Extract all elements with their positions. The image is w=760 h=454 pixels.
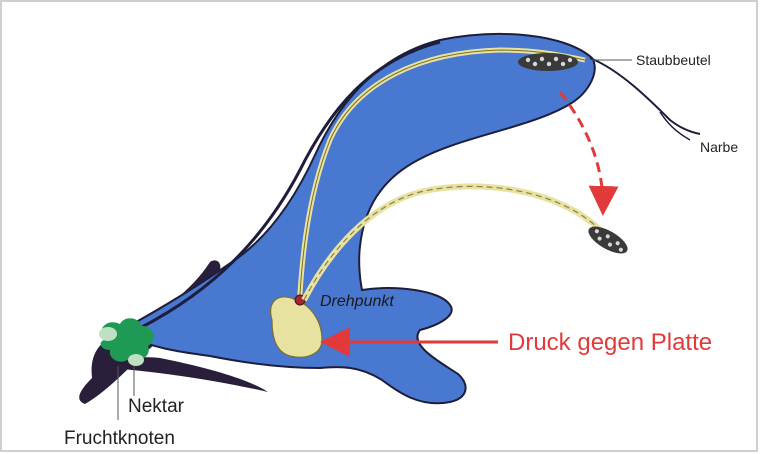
nectar-gland-1 xyxy=(99,327,117,341)
label-narbe: Narbe xyxy=(700,139,738,155)
label-fruchtknoten: Fruchtknoten xyxy=(64,428,175,449)
style-stigma xyxy=(590,58,700,134)
label-druck-gegen-platte: Druck gegen Platte xyxy=(508,329,712,356)
label-nektar: Nektar xyxy=(128,396,185,417)
anther-lower xyxy=(584,221,631,259)
movement-arrow xyxy=(560,92,603,210)
label-drehpunkt: Drehpunkt xyxy=(320,293,394,310)
nectar-gland-2 xyxy=(128,354,144,366)
stigma-branch xyxy=(660,112,690,140)
label-staubbeutel: Staubbeutel xyxy=(636,52,711,68)
anther-upper xyxy=(518,53,578,71)
